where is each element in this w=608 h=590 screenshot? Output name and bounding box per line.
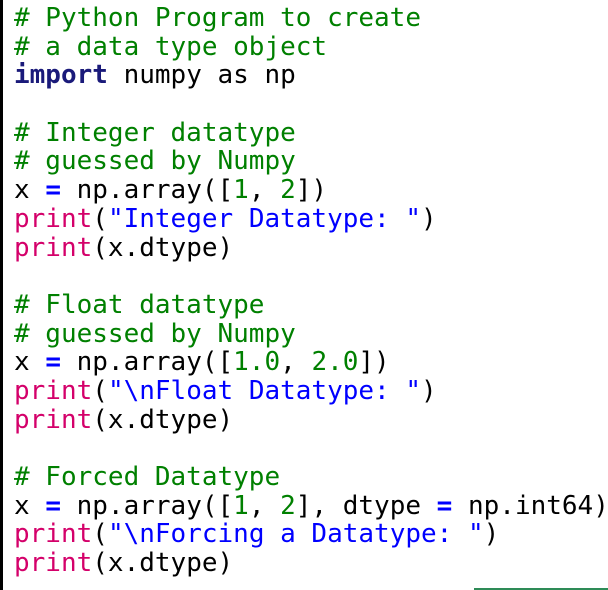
code-line: print("Integer Datatype: ") <box>14 203 608 234</box>
code-operator: = <box>45 347 61 378</box>
code-comment: # guessed by Numpy <box>14 146 296 177</box>
code-function: print <box>14 203 93 234</box>
code-number: 2 <box>280 175 296 206</box>
code-comment: # Integer datatype <box>14 117 296 148</box>
code-line: x = np.array([1, 2], dtype = np.int64) <box>14 490 608 521</box>
code-keyword: import <box>14 60 108 91</box>
code-string: "Integer Datatype: " <box>107 203 422 234</box>
code-line: print("\nForcing a Datatype: ") <box>14 520 608 549</box>
code-comment: # a data type object <box>14 31 328 62</box>
code-line: x = np.array([1, 2]) <box>14 176 608 205</box>
code-number: 1 <box>233 175 249 206</box>
code-line: print(x.dtype) <box>14 549 608 578</box>
code-line: # guessed by Numpy <box>14 147 608 176</box>
code-text: ( <box>92 375 108 406</box>
code-text: (x.dtype) <box>92 404 234 435</box>
code-text: ) <box>421 375 437 406</box>
code-function: print <box>14 375 93 406</box>
code-text: , <box>280 347 312 378</box>
code-line: # guessed by Numpy <box>14 318 608 349</box>
code-number: 1.0 <box>233 347 281 378</box>
code-line: # Forced Datatype <box>14 463 608 492</box>
code-text: ]) <box>358 347 390 378</box>
code-text: ]) <box>295 175 328 206</box>
code-text: numpy as np <box>107 60 296 91</box>
code-text: , <box>248 175 281 206</box>
code-comment: # Python Program to create <box>14 3 421 33</box>
horizontal-scrollbar[interactable] <box>474 588 608 590</box>
code-text: np.array([ <box>60 175 234 206</box>
code-line: # Float datatype <box>14 291 608 320</box>
code-text: ( <box>92 519 108 550</box>
code-text: ) <box>483 519 500 550</box>
code-text: x <box>14 490 46 521</box>
code-line: x = np.array([1.0, 2.0]) <box>14 348 608 377</box>
code-function: print <box>14 548 93 579</box>
code-text: np.array([ <box>60 490 234 521</box>
code-string: "\nFloat Datatype: " <box>107 375 422 406</box>
code-text: np.array([ <box>60 347 234 378</box>
code-line <box>14 90 608 119</box>
code-text: (x.dtype) <box>92 232 234 263</box>
code-operator: = <box>45 490 61 521</box>
code-line: print("\nFloat Datatype: ") <box>14 377 608 406</box>
code-text: ) <box>421 203 437 234</box>
code-text: ( <box>92 203 108 234</box>
code-text: , <box>248 490 281 521</box>
code-number: 2 <box>280 490 296 521</box>
code-line <box>14 434 608 463</box>
code-line <box>14 262 608 291</box>
code-comment: # guessed by Numpy <box>14 318 296 349</box>
code-text: x <box>14 347 46 378</box>
code-line: import numpy as np <box>14 61 608 90</box>
code-operator: = <box>436 490 453 521</box>
code-line: # Python Program to create <box>14 4 608 33</box>
code-function: print <box>14 519 93 550</box>
code-line: print(x.dtype) <box>14 232 608 263</box>
code-comment: # Forced Datatype <box>14 462 281 492</box>
code-text: np.int64) <box>452 490 608 521</box>
code-text: x <box>14 175 46 206</box>
code-comment: # Float datatype <box>14 289 265 320</box>
code-line: print(x.dtype) <box>14 404 608 435</box>
code-string: "\nForcing a Datatype: " <box>107 519 484 550</box>
code-text: ], dtype <box>295 490 437 521</box>
code-function: print <box>14 232 93 263</box>
code-number: 1 <box>233 490 249 521</box>
code-line: # a data type object <box>14 31 608 62</box>
code-function: print <box>14 404 93 435</box>
code-operator: = <box>45 175 61 206</box>
code-text: (x.dtype) <box>92 548 234 579</box>
code-number: 2.0 <box>311 347 359 378</box>
code-line: # Integer datatype <box>14 117 608 148</box>
